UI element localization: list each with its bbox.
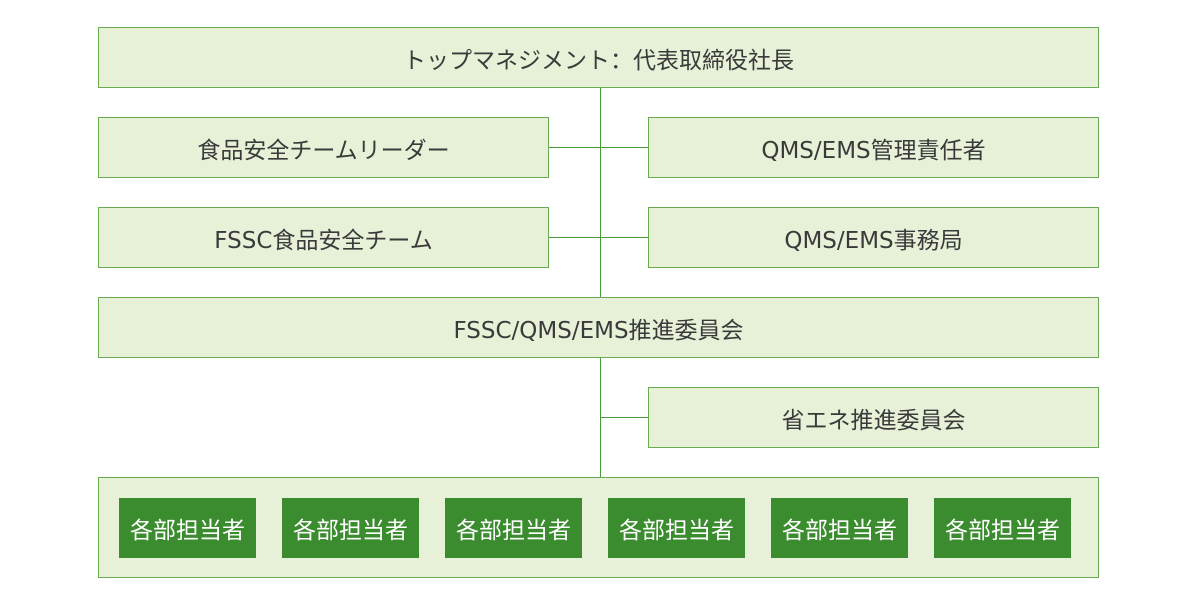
- connector-sub-committee: [600, 417, 649, 418]
- department-staff-3-label: 各部担当者: [456, 518, 571, 544]
- node-food-safety-team-leader-label: 食品安全チームリーダー: [197, 137, 450, 164]
- department-staff-1: 各部担当者: [119, 498, 256, 558]
- node-qms-ems-office: QMS/EMS事務局: [648, 207, 1099, 268]
- department-staff-6: 各部担当者: [934, 498, 1071, 558]
- department-staff-5-label: 各部担当者: [782, 518, 897, 544]
- node-energy-saving-committee: 省エネ推進委員会: [648, 387, 1099, 448]
- node-qms-ems-manager-label: QMS/EMS管理責任者: [761, 137, 986, 164]
- node-top-management-label: トップマネジメント：代表取締役社長: [403, 47, 794, 74]
- department-staff-2: 各部担当者: [282, 498, 419, 558]
- node-qms-ems-office-label: QMS/EMS事務局: [784, 227, 963, 254]
- connector-row1: [548, 147, 649, 148]
- node-fssc-food-safety-team: FSSC食品安全チーム: [98, 207, 549, 268]
- connector-main-vertical: [600, 87, 601, 478]
- department-staff-2-label: 各部担当者: [293, 518, 408, 544]
- department-staff-5: 各部担当者: [771, 498, 908, 558]
- department-staff-6-label: 各部担当者: [945, 518, 1060, 544]
- department-staff-4: 各部担当者: [608, 498, 745, 558]
- department-staff-3: 各部担当者: [445, 498, 582, 558]
- node-fssc-food-safety-team-label: FSSC食品安全チーム: [214, 227, 433, 254]
- connector-row2: [548, 237, 649, 238]
- node-food-safety-team-leader: 食品安全チームリーダー: [98, 117, 549, 178]
- node-promotion-committee-label: FSSC/QMS/EMS推進委員会: [453, 317, 744, 344]
- node-department-staff-group: 各部担当者 各部担当者 各部担当者 各部担当者 各部担当者 各部担当者: [98, 477, 1099, 578]
- node-energy-saving-committee-label: 省エネ推進委員会: [781, 407, 966, 434]
- department-staff-1-label: 各部担当者: [130, 518, 245, 544]
- node-qms-ems-manager: QMS/EMS管理責任者: [648, 117, 1099, 178]
- department-staff-4-label: 各部担当者: [619, 518, 734, 544]
- node-promotion-committee: FSSC/QMS/EMS推進委員会: [98, 297, 1099, 358]
- node-top-management: トップマネジメント：代表取締役社長: [98, 27, 1099, 88]
